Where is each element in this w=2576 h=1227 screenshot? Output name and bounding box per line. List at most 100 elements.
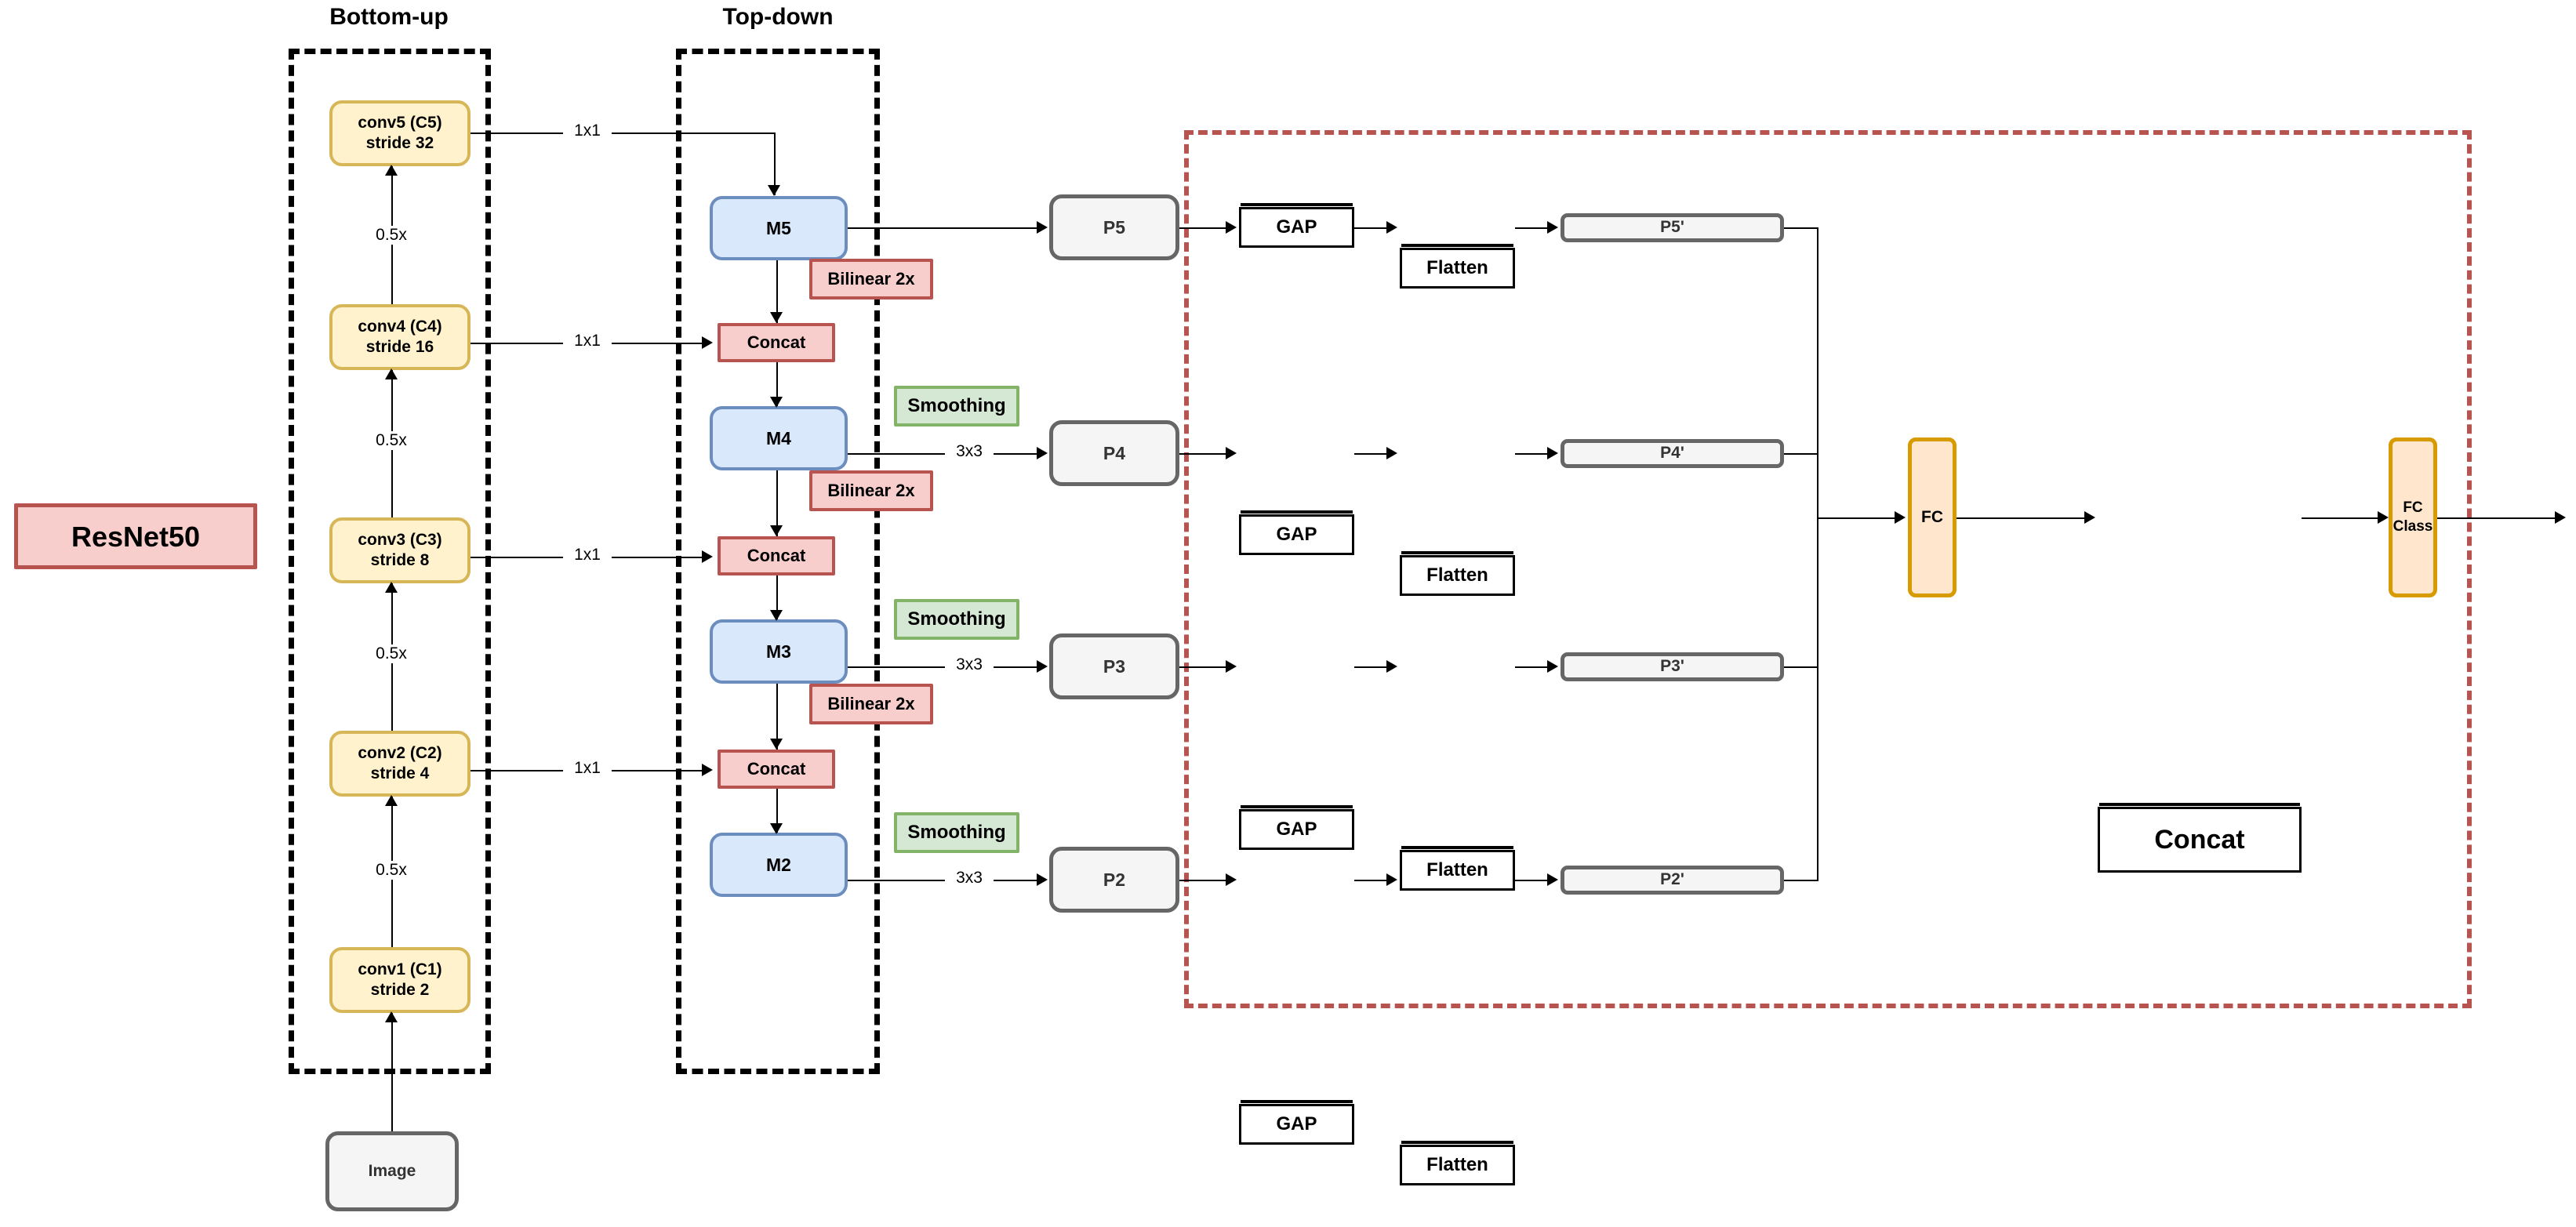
p2-prime-block[interactable]: P2'	[1560, 866, 1784, 895]
p5-prime-block[interactable]: P5'	[1560, 213, 1784, 242]
bus-to-fc-arrowhead	[1895, 511, 1906, 524]
fc-class-block[interactable]: FC Class	[2389, 437, 2437, 597]
concat-block-m4[interactable]: Concat	[718, 323, 835, 362]
edge-p5-gap	[1179, 227, 1230, 229]
gap-block-p5[interactable]: GAP	[1239, 203, 1354, 248]
edge-gap-flatten-p4-arrowhead	[1386, 447, 1397, 459]
edge-conv1-conv2-arrowhead	[385, 795, 398, 806]
scale-label-c2-c3: 0.5x	[358, 644, 424, 663]
edge-gap-flatten-p3-arrowhead	[1386, 660, 1397, 673]
conv-label-p3: 3x3	[945, 655, 994, 674]
scale-label-c1-c2: 0.5x	[358, 861, 424, 880]
edge-flatten-feat-p5-arrowhead	[1547, 221, 1558, 234]
edge-flatten-feat-p4-arrowhead	[1547, 447, 1558, 459]
p2-block[interactable]: P2	[1049, 847, 1179, 913]
gap-block-p4[interactable]: GAP	[1239, 510, 1354, 555]
edge-image-conv1	[391, 1013, 393, 1131]
bilinear-2x-tag-m3[interactable]: Bilinear 2x	[809, 684, 933, 724]
lateral-label-c3: 1x1	[563, 546, 612, 564]
edge-flatten-feat-p4	[1515, 453, 1550, 455]
edge-m5-p5	[848, 227, 1044, 229]
smoothing-tag-p2[interactable]: Smoothing	[894, 812, 1019, 853]
flatten-block-p4[interactable]: Flatten	[1400, 551, 1515, 596]
edge-fcclass-output	[2437, 517, 2556, 519]
concat-classifier-block[interactable]: Concat	[2098, 803, 2302, 873]
bus-stub-p2	[1784, 880, 1818, 881]
edge-p3-gap	[1179, 666, 1230, 668]
edge-flatten-feat-p3	[1515, 666, 1550, 668]
gap-block-p3[interactable]: GAP	[1239, 805, 1354, 850]
edge-p2-gap	[1179, 880, 1230, 881]
conv2-block[interactable]: conv2 (C2) stride 4	[329, 731, 471, 797]
bus-to-fc	[1817, 517, 1902, 519]
m4-block[interactable]: M4	[710, 406, 848, 470]
bilinear-2x-tag-m4[interactable]: Bilinear 2x	[809, 470, 933, 511]
smoothing-tag-p3[interactable]: Smoothing	[894, 599, 1019, 640]
edge-flatten-feat-p3-arrowhead	[1547, 660, 1558, 673]
p3-prime-block[interactable]: P3'	[1560, 652, 1784, 681]
edge-c2-lateral-arrowhead	[702, 764, 713, 776]
edge-m3-p3-arrowhead	[1037, 660, 1048, 673]
classification-head-group-box	[1184, 130, 2472, 1008]
p4-block[interactable]: P4	[1049, 420, 1179, 486]
edge-m4-p4-arrowhead	[1037, 447, 1048, 459]
bottom-up-group-box	[289, 49, 491, 1074]
edge-p4-gap-arrowhead	[1226, 447, 1237, 459]
edge-conv2-conv3-arrowhead	[385, 582, 398, 593]
gap-block-p2[interactable]: GAP	[1239, 1100, 1354, 1145]
section-title-bottom-up: Bottom-up	[329, 4, 449, 30]
conv5-block[interactable]: conv5 (C5) stride 32	[329, 100, 471, 166]
section-title-top-down: Top-down	[722, 4, 834, 30]
edge-m5-concat4	[776, 260, 778, 323]
flatten-block-p5[interactable]: Flatten	[1400, 244, 1515, 289]
edge-c5-drop-arrowhead	[768, 185, 780, 196]
edge-concat4-m4	[776, 362, 778, 406]
m2-block[interactable]: M2	[710, 833, 848, 897]
edge-image-conv1-arrowhead	[385, 1011, 398, 1022]
edge-gap-flatten-p2-arrowhead	[1386, 873, 1397, 886]
lateral-label-c2: 1x1	[563, 759, 612, 778]
p5-block[interactable]: P5	[1049, 194, 1179, 260]
feature-bus-vertical	[1817, 227, 1818, 881]
concat-block-m2[interactable]: Concat	[718, 750, 835, 789]
edge-concat3-m3-arrowhead	[770, 610, 783, 621]
flatten-block-p2[interactable]: Flatten	[1400, 1141, 1515, 1185]
conv4-block[interactable]: conv4 (C4) stride 16	[329, 304, 471, 370]
m3-block[interactable]: M3	[710, 619, 848, 684]
edge-fc-concat	[1957, 517, 2087, 519]
edge-concat2-m2-arrowhead	[770, 823, 783, 834]
resnet50-label-box: ResNet50	[14, 503, 257, 569]
p3-block[interactable]: P3	[1049, 633, 1179, 699]
m5-block[interactable]: M5	[710, 196, 848, 260]
edge-concat4-m4-arrowhead	[770, 397, 783, 408]
conv1-block[interactable]: conv1 (C1) stride 2	[329, 947, 471, 1013]
bilinear-2x-tag-m5[interactable]: Bilinear 2x	[809, 259, 933, 299]
p4-prime-block[interactable]: P4'	[1560, 439, 1784, 468]
edge-gap-flatten-p2	[1354, 880, 1389, 881]
lateral-label-c4: 1x1	[563, 332, 612, 350]
edge-gap-flatten-p5	[1354, 227, 1389, 229]
input-image-block[interactable]: Image	[325, 1131, 459, 1211]
edge-fc-concat-arrowhead	[2084, 511, 2095, 524]
top-down-group-box	[676, 49, 880, 1074]
conv3-block[interactable]: conv3 (C3) stride 8	[329, 517, 471, 583]
edge-conv3-conv4-arrowhead	[385, 368, 398, 379]
bus-stub-p4	[1784, 453, 1818, 455]
smoothing-tag-p4[interactable]: Smoothing	[894, 386, 1019, 427]
flatten-block-p3[interactable]: Flatten	[1400, 846, 1515, 891]
edge-m3-concat2-arrowhead	[770, 739, 783, 750]
edge-m2-p2-arrowhead	[1037, 873, 1048, 886]
edge-p2-gap-arrowhead	[1226, 873, 1237, 886]
edge-p3-gap-arrowhead	[1226, 660, 1237, 673]
edge-c5-lateral	[471, 133, 775, 134]
scale-label-c4-c5: 0.5x	[358, 226, 424, 245]
edge-conv4-conv5-arrowhead	[385, 165, 398, 176]
edge-m4-concat3-arrowhead	[770, 525, 783, 536]
lateral-label-c5: 1x1	[563, 122, 612, 140]
fc-block[interactable]: FC	[1908, 437, 1957, 597]
concat-block-m3[interactable]: Concat	[718, 536, 835, 575]
edge-gap-flatten-p5-arrowhead	[1386, 221, 1397, 234]
edge-gap-flatten-p3	[1354, 666, 1389, 668]
edge-c5-drop	[774, 133, 776, 195]
